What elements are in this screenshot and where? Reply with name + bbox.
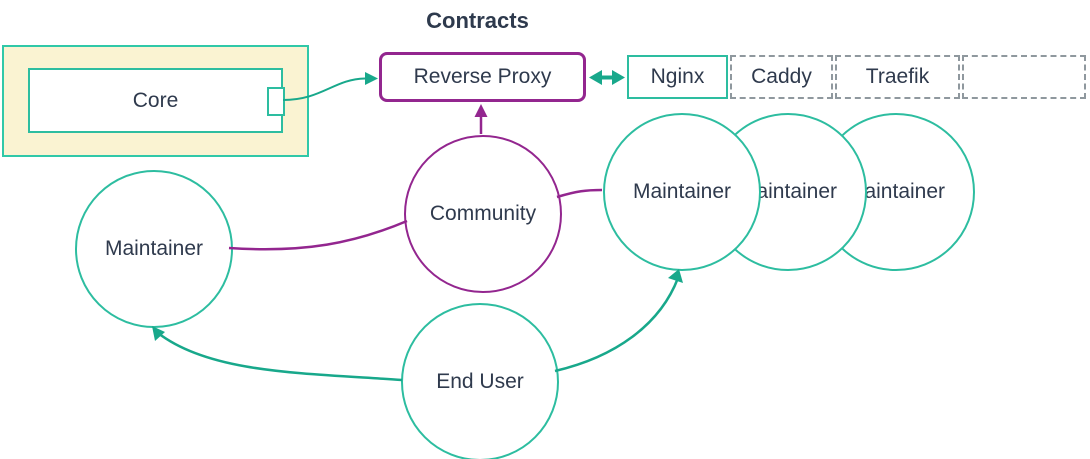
node-community-label: Community [429,202,537,225]
node-maintainer-right-1-label: Maintainer [632,180,732,203]
node-caddy-label: Caddy [751,65,812,88]
node-traefik: Traefik [835,55,960,99]
node-core-label: Core [132,88,179,112]
node-maintainer-right-2-label: Maintainer [738,180,838,203]
node-maintainer-right-3-label: Maintainer [846,180,946,203]
node-community: Community [404,135,562,293]
node-reverse-proxy-label: Reverse Proxy [413,65,552,88]
node-end-user-label: End User [436,370,524,393]
edge-end-user-to-maintainer-right [554,269,683,373]
node-maintainer-left: Maintainer [75,170,233,328]
node-core: Core [28,68,283,133]
node-traefik-label: Traefik [865,65,930,88]
diagram-title: Contracts [426,8,529,33]
node-nginx-label: Nginx [650,65,705,88]
node-maintainer-right-1: Maintainer [603,113,761,271]
node-end-user: End User [401,303,559,459]
edge-community-to-maintainer-left [228,219,408,251]
edge-community-to-maintainer-right [556,188,603,199]
node-caddy: Caddy [730,55,833,99]
edge-community-to-reverse-proxy [474,104,488,134]
node-proxy-empty [962,55,1086,99]
edge-end-user-to-maintainer-left [152,326,403,382]
node-nginx: Nginx [627,55,728,99]
core-output-port [267,87,285,116]
node-reverse-proxy: Reverse Proxy [379,52,586,102]
node-maintainer-left-label: Maintainer [104,237,204,260]
edge-reverse-proxy-nginx-double-arrow [589,70,625,85]
